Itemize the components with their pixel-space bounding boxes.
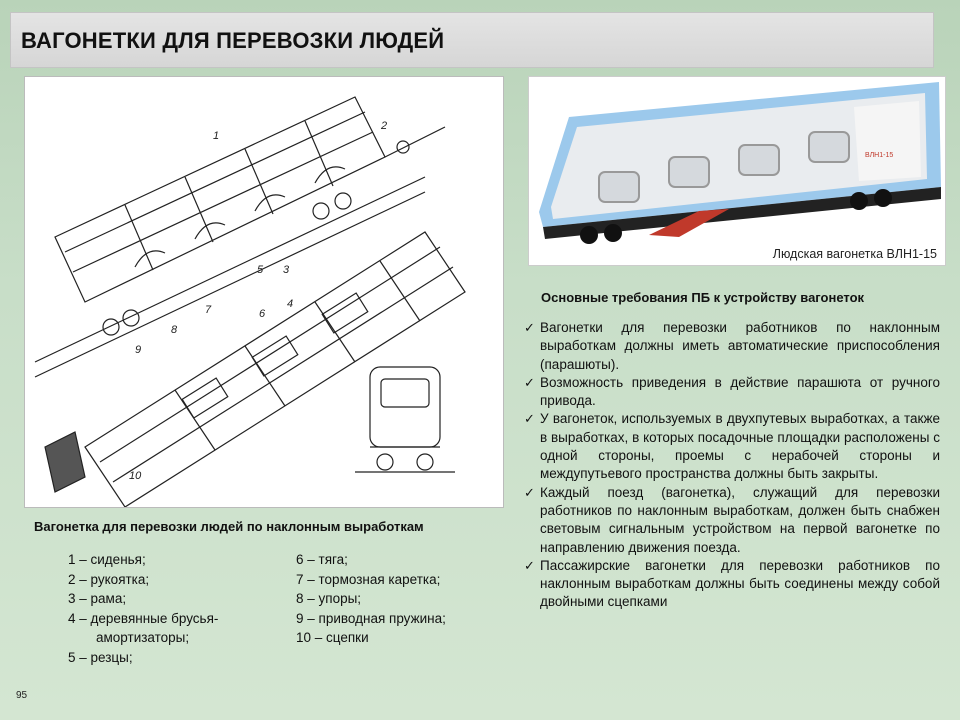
wagon-rear-panel [854, 101, 921, 181]
legend-item: 7 – тормозная каретка; [296, 571, 441, 587]
legend-item-continuation: амортизаторы; [96, 630, 190, 646]
callout-8: 8 [171, 324, 178, 336]
check-icon: ✓ [524, 484, 535, 500]
requirement-text: Пассажирские вагонетки для перевозки раб… [540, 557, 940, 610]
page-number: 95 [16, 690, 28, 701]
requirement-item: ✓ Возможность приведения в действие параш… [522, 374, 940, 411]
requirement-item: ✓ Пассажирские вагонетки для перевозки ра… [522, 557, 940, 612]
wagon-photo: ВЛН1-15 Людская вагонетка ВЛН1-15 [528, 76, 946, 266]
callout-5: 5 [257, 264, 264, 276]
requirement-item: ✓ Вагонетки для перевозки работников по н… [522, 319, 940, 374]
requirement-item: ✓ Каждый поезд (вагонетка), служащий для … [522, 484, 940, 557]
legend-item: 8 – упоры; [296, 591, 362, 607]
callout-6: 6 [259, 308, 266, 320]
legend-item: 10 – сцепки [296, 630, 369, 646]
wagon-plate: ВЛН1-15 [865, 152, 893, 159]
callout-7: 7 [205, 304, 212, 316]
legend-item: 2 – рукоятка; [68, 571, 150, 587]
wagon-illustration: ВЛН1-15 [539, 82, 941, 244]
callout-1: 1 [213, 130, 219, 142]
check-icon: ✓ [524, 557, 535, 573]
title-bar: ВАГОНЕТКИ ДЛЯ ПЕРЕВОЗКИ ЛЮДЕЙ [10, 12, 934, 68]
legend-item: 5 – резцы; [68, 649, 133, 665]
wagon-drawing: 1 2 3 4 5 6 7 8 9 10 [34, 96, 466, 508]
requirement-text: Вагонетки для перевозки работников по на… [540, 320, 940, 372]
requirement-item: ✓ У вагонеток, используемых в двухпутевых… [522, 410, 940, 483]
requirements-heading: Основные требования ПБ к устройству ваго… [541, 290, 865, 305]
legend-item: 6 – тяга; [296, 552, 348, 567]
callout-9: 9 [135, 344, 141, 356]
check-icon: ✓ [524, 320, 535, 335]
callout-4: 4 [287, 298, 293, 310]
legend-item: 1 – сиденья; [68, 552, 146, 567]
check-icon: ✓ [524, 411, 535, 427]
requirement-text: Возможность приведения в действие парашю… [540, 374, 940, 409]
requirement-text: Каждый поезд (вагонетка), служащий для п… [540, 484, 940, 555]
drawing-caption: Вагонетка для перевозки людей по наклонн… [34, 519, 424, 534]
legend-column-1: 1 – сиденья; 2 – рукоятка; 3 – рама; 4 –… [68, 550, 283, 668]
callout-3: 3 [283, 264, 290, 276]
legend-item: 3 – рама; [68, 591, 127, 607]
requirements-list: ✓ Вагонетки для перевозки работников по н… [522, 319, 940, 612]
page-title: ВАГОНЕТКИ ДЛЯ ПЕРЕВОЗКИ ЛЮДЕЙ [21, 28, 445, 53]
callout-10: 10 [129, 470, 142, 482]
legend-column-2: 6 – тяга; 7 – тормозная каретка; 8 – упо… [296, 550, 506, 648]
callout-2: 2 [380, 120, 387, 132]
frame-plan-view [84, 231, 466, 508]
requirement-text: У вагонеток, используемых в двухпутевых … [540, 411, 940, 482]
check-icon: ✓ [524, 374, 535, 390]
wagon-chassis [543, 187, 941, 239]
wagon-red-stripe [649, 209, 729, 237]
legend-item: 4 – деревянные брусья- [68, 610, 219, 626]
photo-caption: Людская вагонетка ВЛН1-15 [772, 247, 937, 261]
legend-item: 9 – приводная пружина; [296, 610, 446, 626]
technical-drawing: 1 2 3 4 5 6 7 8 9 10 [24, 76, 504, 508]
